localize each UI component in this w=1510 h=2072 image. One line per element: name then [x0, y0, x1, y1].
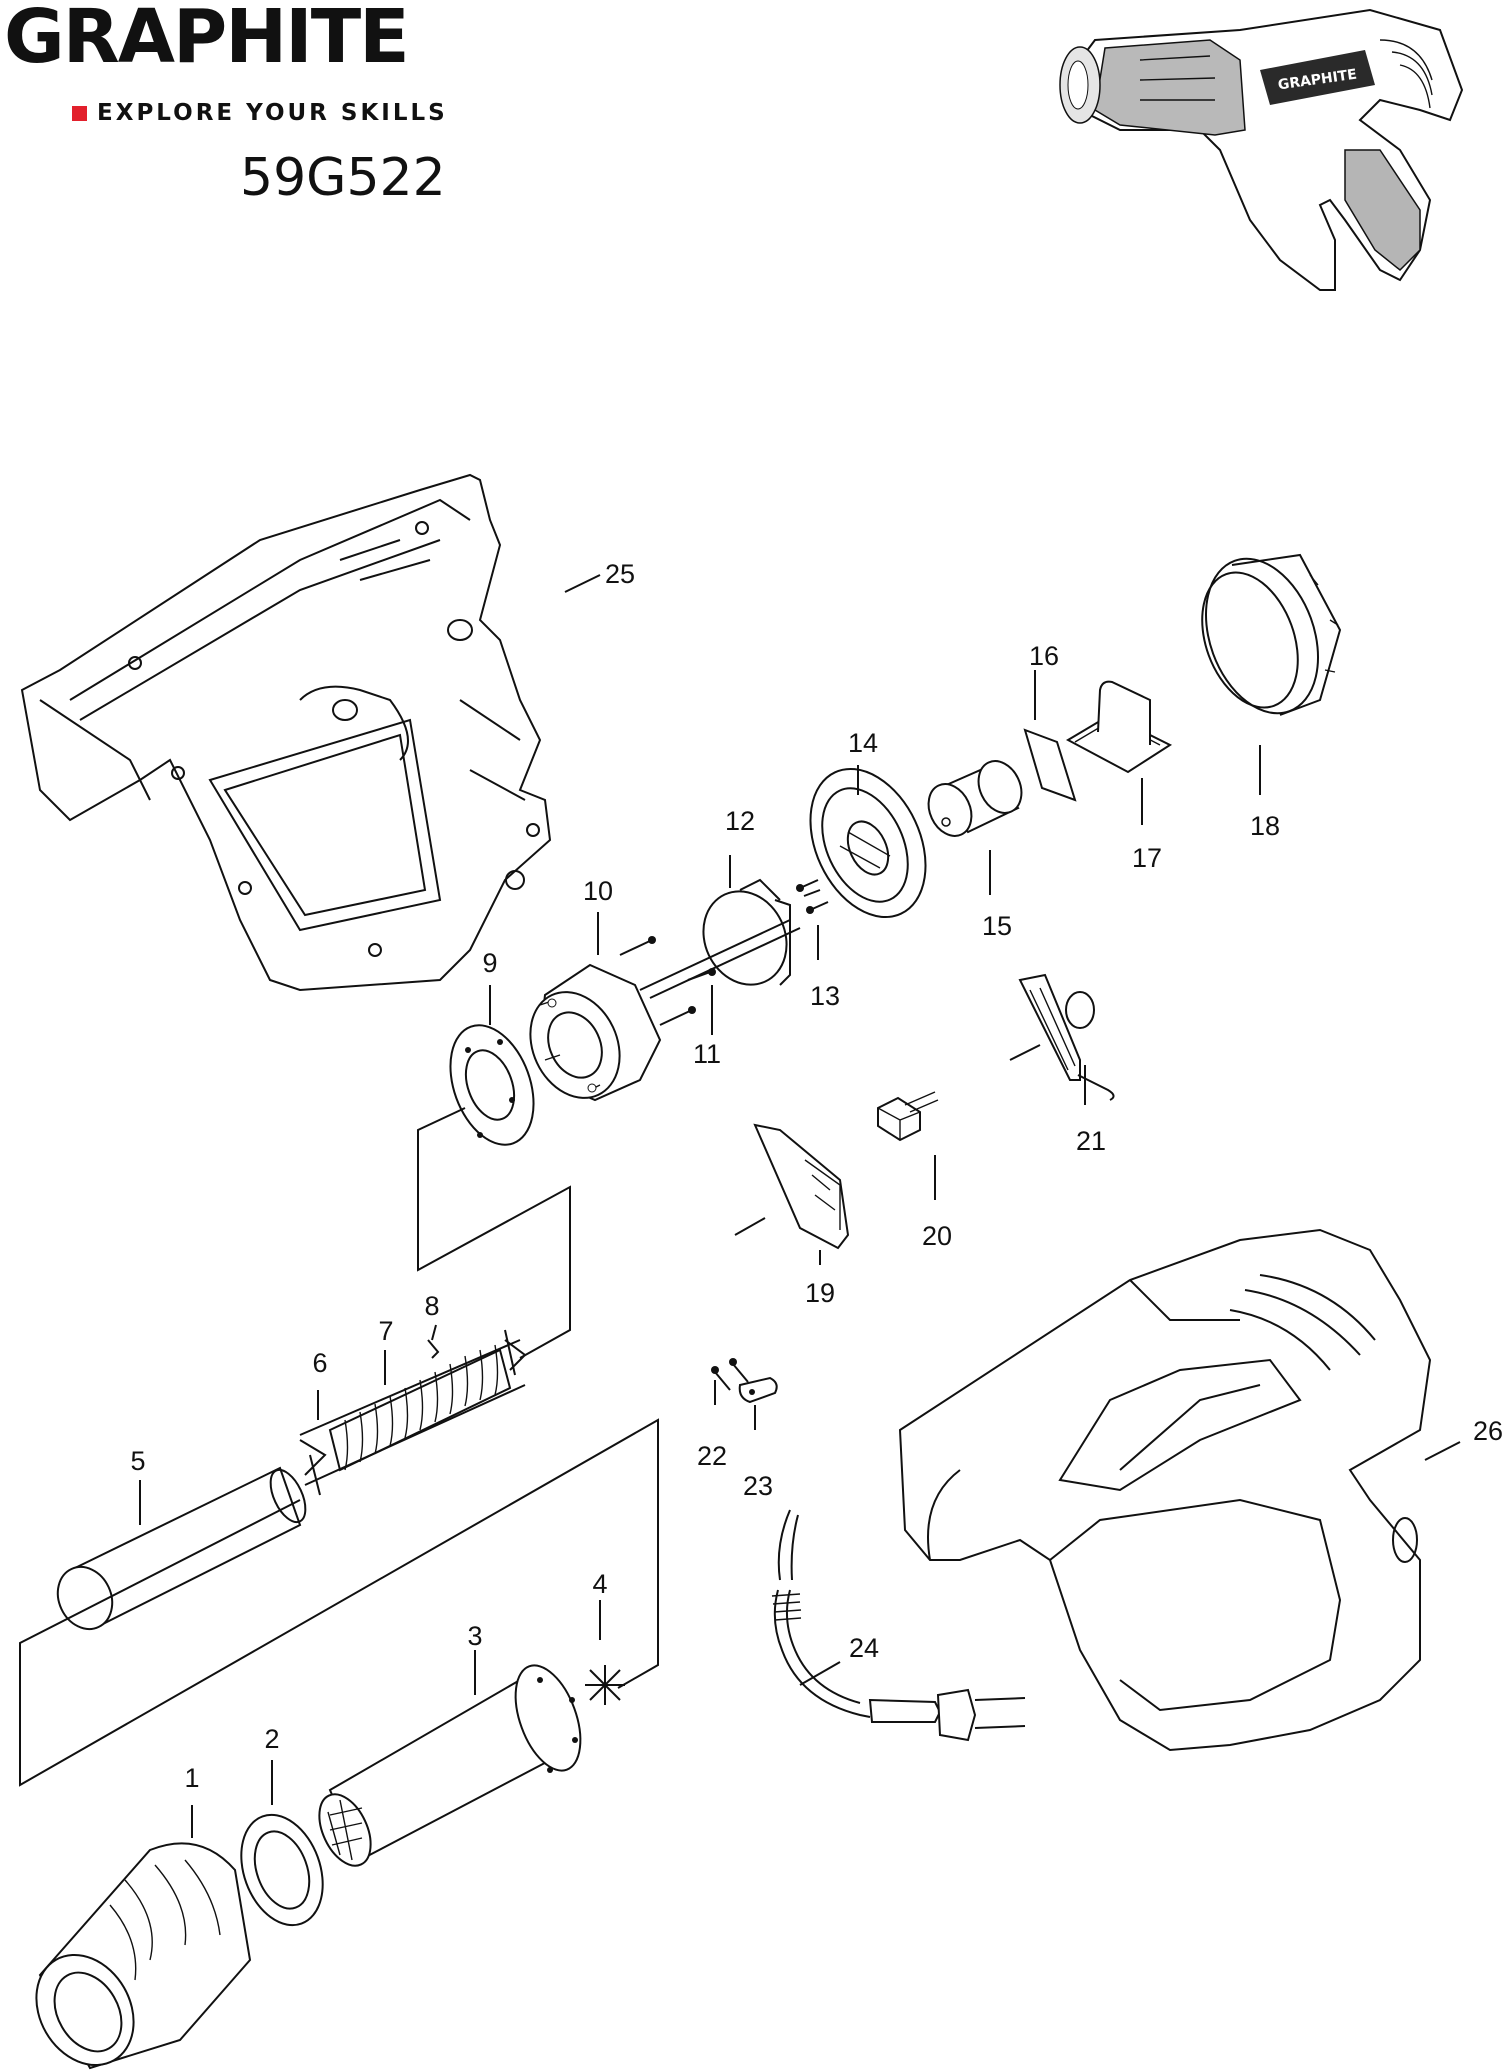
brand-logo: GRAPHITE: [4, 0, 410, 80]
label-part-20: 20: [922, 1221, 952, 1251]
label-part-6: 6: [312, 1348, 327, 1378]
label-part-9: 9: [482, 948, 497, 978]
label-part-18: 18: [1250, 811, 1280, 841]
label-part-8: 8: [424, 1291, 439, 1321]
part-8-clip: [427, 1339, 440, 1359]
part-24-power-cord: [771, 1509, 1026, 1742]
label-part-4: 4: [592, 1569, 607, 1599]
product-thumbnail: GRAPHITE: [1059, 8, 1464, 291]
label-part-16: 16: [1029, 641, 1059, 671]
accent-square-icon: [72, 105, 87, 121]
leader-lines: [139, 574, 1461, 1838]
label-part-12: 12: [725, 806, 755, 836]
part-5-inner-tube: [56, 1466, 307, 1631]
part-9-flange: [449, 1024, 535, 1146]
part-3-outer-tube: [318, 1664, 582, 1867]
part-13-screws: [796, 879, 829, 914]
part-26-housing-right: [898, 1228, 1432, 1752]
label-part-13: 13: [810, 981, 840, 1011]
part-2-retaining-ring: [240, 1813, 324, 1927]
label-part-17: 17: [1132, 843, 1162, 873]
part-15-motor: [927, 760, 1023, 837]
label-part-21: 21: [1076, 1126, 1106, 1156]
part-18-ring: [1201, 553, 1342, 716]
part-22-23-clamp: [711, 1358, 778, 1404]
part-21-slide-switch: [1018, 973, 1115, 1101]
part-11-screws: [619, 936, 716, 1026]
label-part-23: 23: [743, 1471, 773, 1501]
header: GRAPHITE EXPLORE YOUR SKILLS 59G522: [0, 0, 520, 220]
model-number: 59G522: [240, 148, 446, 208]
label-part-5: 5: [130, 1446, 145, 1476]
part-16-pad: [1023, 728, 1077, 802]
part-labels: 1 2 3 4 5 6 7 8 9 10 11 12 13 14 15 16 1…: [130, 559, 1503, 1793]
label-part-25: 25: [605, 559, 635, 589]
part-12-fan-disc: [639, 878, 801, 999]
part-4-star-spacer: [585, 1665, 625, 1705]
part-25-housing-left: [20, 473, 552, 992]
label-part-22: 22: [697, 1441, 727, 1471]
part-14-fan-housing: [809, 767, 927, 919]
label-part-3: 3: [467, 1621, 482, 1651]
label-part-14: 14: [848, 728, 878, 758]
part-17-plate: [1065, 680, 1173, 774]
label-part-1: 1: [184, 1763, 199, 1793]
label-part-2: 2: [264, 1724, 279, 1754]
tagline: EXPLORE YOUR SKILLS: [97, 100, 448, 126]
part-7-heating-coil: [328, 1344, 512, 1472]
label-part-26: 26: [1473, 1416, 1503, 1446]
label-part-7: 7: [378, 1316, 393, 1346]
assembly-lines: [19, 1107, 659, 1787]
part-1-nozzle: [35, 1842, 252, 2070]
part-10-motor-mount: [529, 963, 662, 1102]
part-19-pcb: [753, 1123, 850, 1250]
label-part-24: 24: [849, 1633, 879, 1663]
tagline-row: EXPLORE YOUR SKILLS: [72, 100, 448, 126]
label-part-19: 19: [805, 1278, 835, 1308]
label-part-11: 11: [693, 1039, 721, 1069]
part-20-switch: [877, 1091, 939, 1142]
label-part-15: 15: [982, 911, 1012, 941]
label-part-10: 10: [583, 876, 613, 906]
